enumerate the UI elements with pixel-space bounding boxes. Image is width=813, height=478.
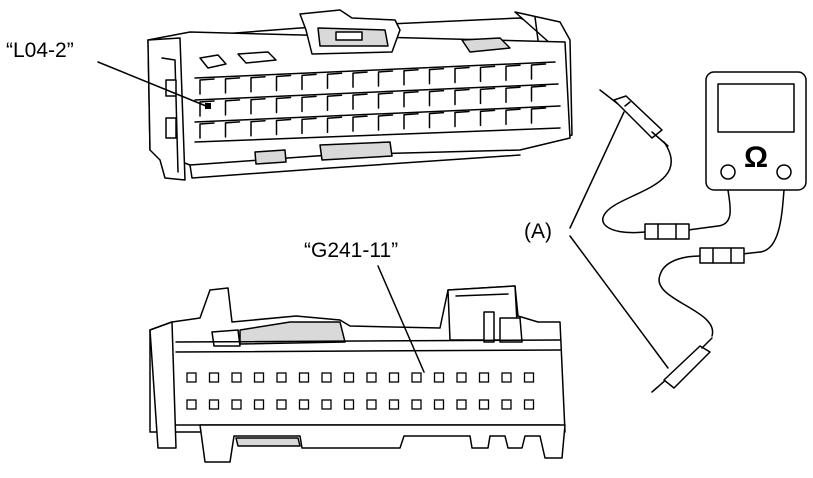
- leader-line-a-upper: [569, 111, 625, 229]
- pin-cavity: [505, 108, 521, 125]
- pin-cavity: [479, 109, 496, 127]
- pin-cavity: [250, 97, 266, 115]
- leader-line-a-lower: [569, 235, 669, 369]
- pin-cavity: [276, 372, 287, 383]
- pin-cavity: [224, 121, 241, 138]
- ohm-symbol: Ω: [744, 141, 768, 174]
- pin-cavity: [523, 372, 535, 383]
- pin-cavity: [479, 65, 496, 83]
- pin-marker-l04-2: [205, 103, 211, 109]
- pin-cavity: [478, 399, 490, 410]
- pin-cavity: [326, 72, 343, 89]
- pin-cavity: [388, 372, 400, 383]
- pin-cavity: [501, 399, 512, 410]
- pin-cavity: [298, 399, 310, 410]
- pin-cavity: [275, 96, 292, 114]
- label-l04-2: “L04-2”: [6, 39, 74, 62]
- pin-cavity: [366, 372, 377, 383]
- pin-cavity: [403, 69, 419, 86]
- pin-cavity: [478, 372, 490, 383]
- pin-cavity: [456, 399, 467, 410]
- pin-cavity: [377, 114, 394, 131]
- inline-connector-lower: [699, 247, 745, 264]
- pin-cavity: [428, 67, 445, 85]
- pin-cavity: [276, 399, 287, 410]
- inline-connector-upper: [644, 223, 690, 240]
- pin-cavity: [456, 372, 467, 383]
- pin-cavity: [253, 399, 265, 410]
- pin-cavity: [326, 116, 343, 133]
- pin-cavity: [301, 117, 317, 135]
- pin-cavity: [530, 107, 547, 124]
- pin-cavity: [208, 372, 220, 383]
- pin-cavity: [388, 399, 400, 410]
- pin-cavity: [275, 118, 292, 136]
- pin-grid-bottom: [186, 372, 535, 410]
- pin-cavity: [326, 94, 343, 111]
- pin-cavity: [530, 63, 547, 80]
- pin-cavity: [454, 110, 470, 128]
- pin-cavity: [530, 85, 547, 102]
- pin-cavity: [366, 399, 377, 410]
- pin-cavity: [199, 100, 215, 117]
- pin-grid-top: [194, 61, 561, 143]
- pin-cavity: [411, 399, 422, 410]
- pin-cavity: [343, 372, 355, 383]
- pin-cavity: [231, 372, 242, 383]
- pin-cavity: [428, 111, 445, 129]
- pin-cavity: [275, 74, 292, 92]
- pin-cavity: [199, 78, 215, 95]
- pin-cavity: [321, 399, 332, 410]
- pin-cavity: [186, 399, 197, 410]
- pin-cavity: [433, 372, 445, 383]
- connector-bottom: [149, 285, 566, 463]
- pin-cavity: [352, 93, 368, 110]
- pin-cavity: [454, 66, 470, 84]
- pin-cavity: [343, 399, 355, 410]
- pin-cavity: [208, 399, 220, 410]
- pin-cavity: [224, 99, 241, 116]
- pin-cavity: [505, 64, 521, 81]
- ohmmeter-display: [717, 83, 795, 133]
- pin-cavity: [199, 122, 215, 139]
- probe-lower: [651, 337, 713, 393]
- pin-cavity: [298, 372, 310, 383]
- pin-cavity: [523, 399, 535, 410]
- leader-line-top: [97, 61, 207, 107]
- lead-lower: [658, 255, 714, 337]
- lead-upper: [602, 141, 672, 234]
- pin-cavity: [352, 71, 368, 88]
- ohmmeter: Ω: [705, 71, 807, 191]
- pin-cavity: [301, 73, 317, 91]
- pin-cavity: [433, 399, 445, 410]
- pin-cavity: [250, 119, 266, 137]
- pin-cavity: [505, 86, 521, 103]
- pin-cavity: [253, 372, 265, 383]
- leader-line-bottom: [377, 265, 425, 373]
- pin-cavity: [377, 92, 394, 109]
- pin-cavity: [479, 87, 496, 105]
- pin-cavity: [377, 70, 394, 87]
- label-probe-leads-a: (A): [524, 220, 552, 243]
- connector-top: [147, 9, 573, 181]
- pin-cavity: [224, 77, 241, 94]
- pin-cavity: [301, 95, 317, 113]
- pin-cavity: [501, 372, 512, 383]
- pin-cavity: [403, 113, 419, 130]
- pin-cavity: [352, 115, 368, 132]
- pin-cavity: [403, 91, 419, 108]
- pin-cavity: [231, 399, 242, 410]
- pin-cavity: [186, 372, 197, 383]
- pin-cavity: [321, 372, 332, 383]
- pin-cavity: [411, 372, 422, 383]
- pin-cavity: [454, 88, 470, 106]
- pin-cavity: [428, 89, 445, 107]
- label-g241-11: “G241-11”: [304, 239, 399, 262]
- pin-cavity: [250, 75, 266, 93]
- probe-upper: [599, 89, 669, 147]
